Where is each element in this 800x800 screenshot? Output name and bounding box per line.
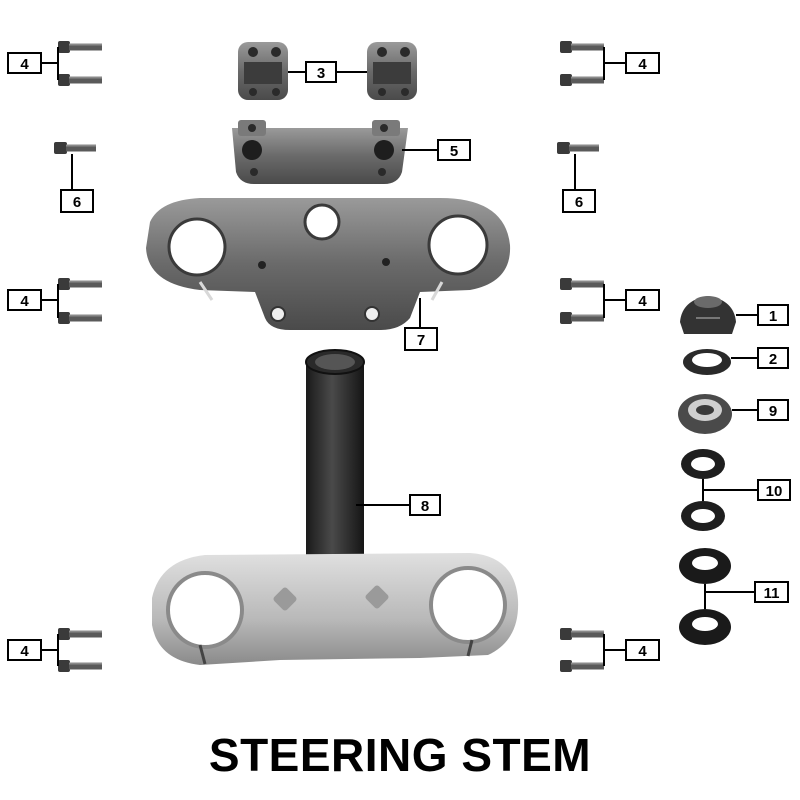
callout-2: 2 [757,347,789,369]
callout-4-bottom-right-label: 4 [638,643,647,660]
diagram-title: STEERING STEM [208,729,592,781]
callout-3-label: 3 [317,65,325,82]
callout-1-label: 1 [769,308,777,325]
upper-clamp-bar [232,120,408,184]
lower-dust-seal [679,609,731,645]
callout-8-label: 8 [421,498,429,515]
lock-washer [683,349,731,375]
callout-4-top-left-label: 4 [20,56,29,73]
handlebar-clamp-right [367,42,417,100]
callout-4-mid-right-label: 4 [638,293,647,310]
handlebar-clamp-left [238,42,288,100]
callout-7-label: 7 [417,332,425,349]
callout-4-mid-left-label: 4 [20,293,29,310]
callout-3: 3 [305,61,337,83]
callout-4-mid-left: 4 [7,289,42,311]
callout-5-label: 5 [450,143,458,160]
bolt-pair-bottom-left [58,628,102,672]
callout-9: 9 [757,399,789,421]
callout-4-bottom-left: 4 [7,639,42,661]
adjusting-nut [678,394,732,434]
callout-6-right-label: 6 [575,194,583,211]
callout-9-label: 9 [769,403,777,420]
bolt-pair-bottom-right [560,628,604,672]
callout-5: 5 [437,139,471,161]
callout-8: 8 [409,494,441,516]
callout-4-bottom-right: 4 [625,639,660,661]
upper-triple-clamp [146,198,511,330]
callout-4-top-left: 4 [7,52,42,74]
callout-6-left-label: 6 [73,194,81,211]
leader-lines [41,47,758,666]
upper-bearing [681,449,725,479]
callout-7: 7 [404,327,438,351]
stem-nut [680,296,736,334]
upper-dust-seal [679,548,731,584]
bolt-pair-mid-left [58,278,102,324]
lower-triple-clamp [152,553,519,665]
callout-10-label: 10 [766,483,783,500]
short-bolt-right [557,142,599,154]
callout-6-left: 6 [60,189,94,213]
bolt-pair-top-right [560,41,604,86]
callout-4-mid-right: 4 [625,289,660,311]
callout-4-bottom-left-label: 4 [20,643,29,660]
callout-1: 1 [757,304,789,326]
callout-4-top-right: 4 [625,52,660,74]
bolt-pair-mid-right [560,278,604,324]
callout-10: 10 [757,479,791,501]
callout-11: 11 [754,581,789,603]
callout-4-top-right-label: 4 [638,56,647,73]
short-bolt-left [54,142,96,154]
callout-11-label: 11 [764,585,780,602]
lower-bearing [681,501,725,531]
callout-6-right: 6 [562,189,596,213]
bolt-pair-top-left [58,41,102,86]
callout-2-label: 2 [769,351,777,368]
